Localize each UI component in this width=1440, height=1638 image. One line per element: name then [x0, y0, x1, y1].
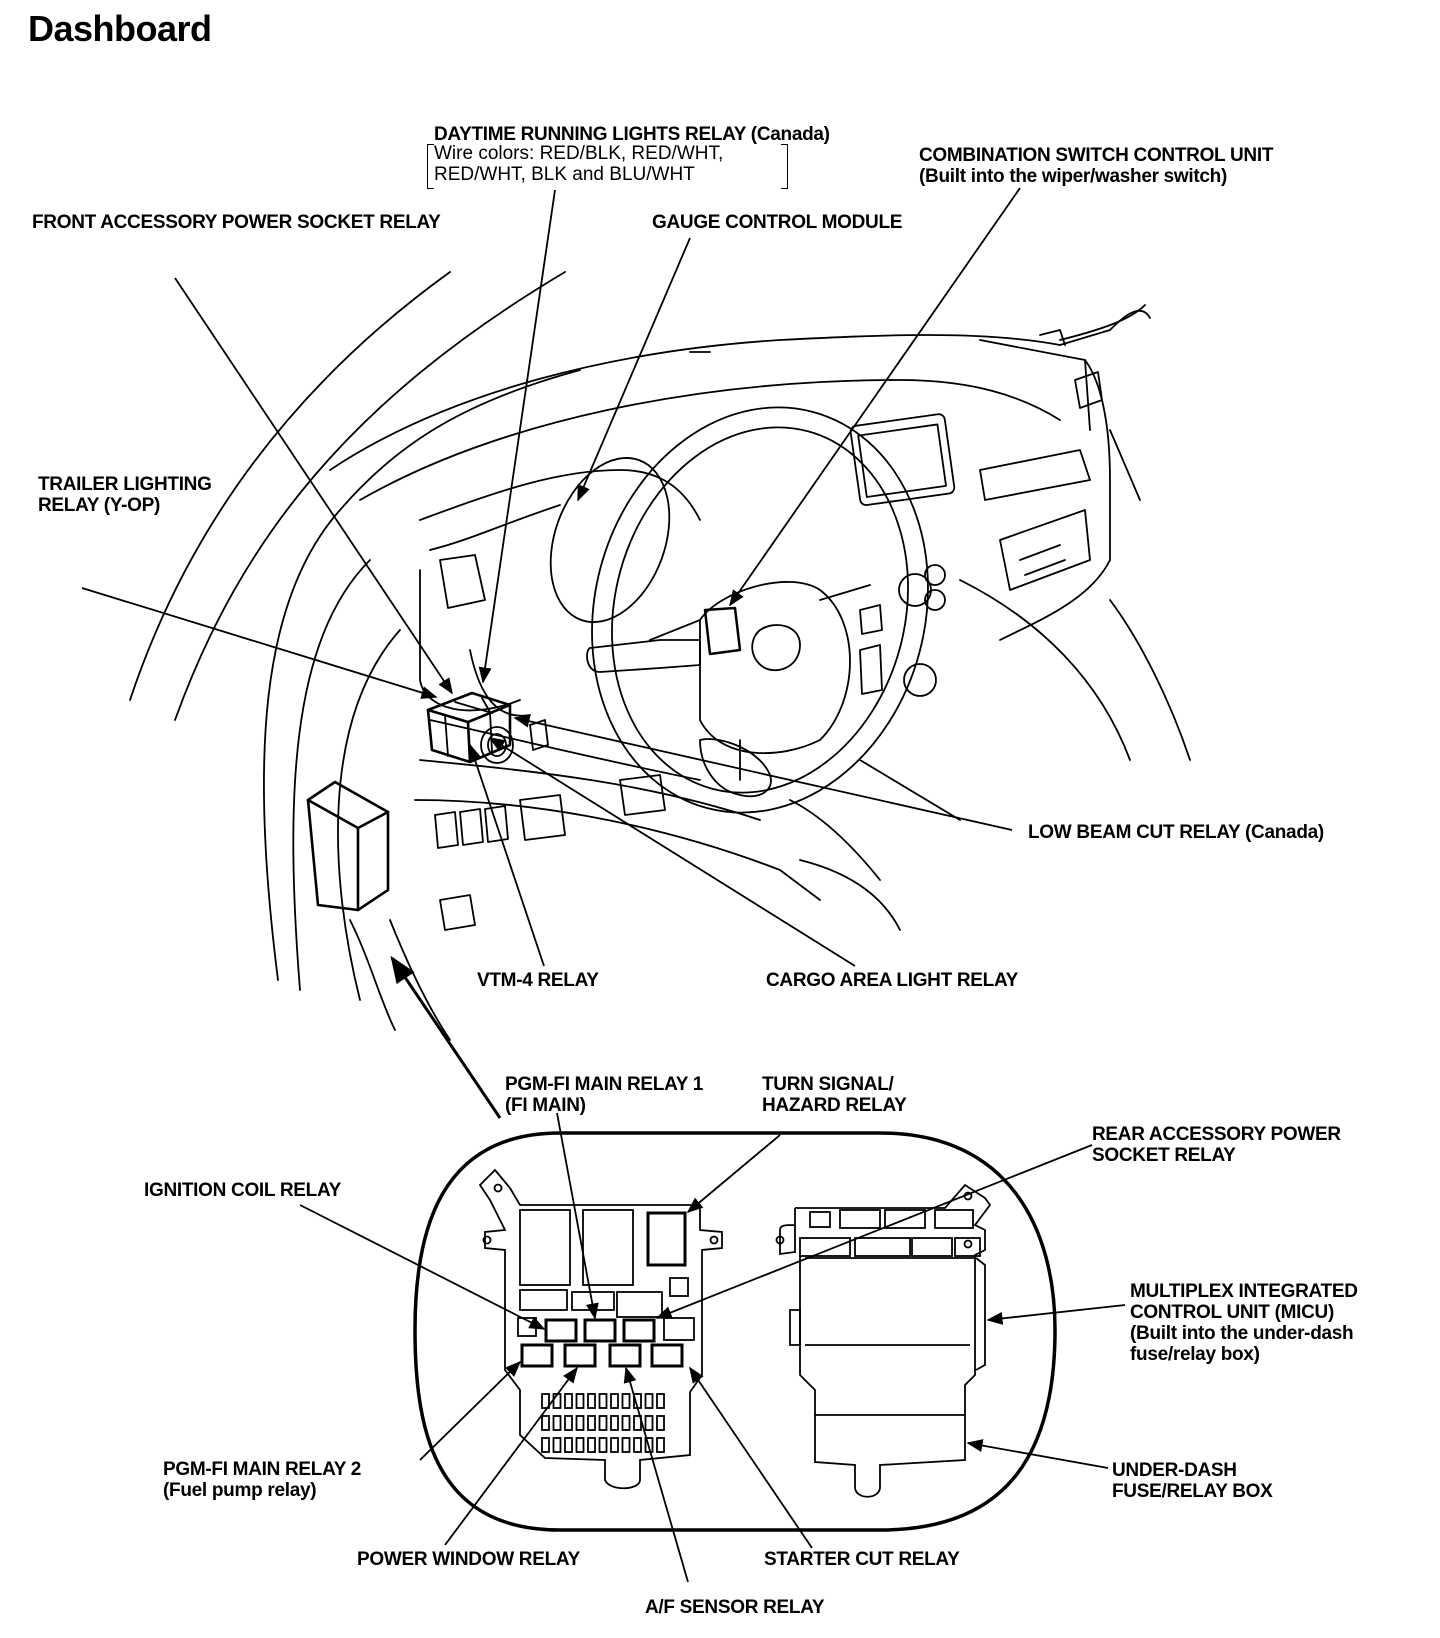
- fuse-slot: [621, 1437, 631, 1453]
- leader-combination-switch: [729, 187, 1021, 607]
- fuse-slot: [644, 1393, 654, 1409]
- leader-vtm4: [468, 743, 545, 967]
- fuse-slot: [621, 1415, 631, 1431]
- fuse-slot: [644, 1437, 654, 1453]
- fuse-slot: [621, 1393, 631, 1409]
- fuse-slot: [564, 1393, 573, 1409]
- leader-starter-cut: [689, 1366, 813, 1549]
- label-low-beam-cut-relay: LOW BEAM CUT RELAY (Canada): [1028, 822, 1324, 843]
- label-micu: MULTIPLEX INTEGRATED CONTROL UNIT (MICU)…: [1130, 1281, 1358, 1365]
- label-vtm4-relay: VTM-4 RELAY: [477, 970, 599, 991]
- fuse-slot: [552, 1437, 562, 1453]
- label-drl-relay: DAYTIME RUNNING LIGHTS RELAY (Canada): [434, 124, 830, 145]
- fuse-slot: [644, 1415, 654, 1431]
- leader-inset: [390, 955, 502, 1119]
- fuse-slot: [610, 1415, 619, 1431]
- fuse-slot: [564, 1415, 573, 1431]
- leader-under-dash-box: [966, 1439, 1109, 1469]
- fuse-slot: [656, 1437, 665, 1453]
- fuse-slot: [598, 1437, 608, 1453]
- label-ignition-coil-relay: IGNITION COIL RELAY: [144, 1180, 341, 1201]
- fuse-slot: [575, 1393, 585, 1409]
- fuse-slot: [598, 1393, 608, 1409]
- label-trailer-lighting-relay: TRAILER LIGHTING RELAY (Y-OP): [38, 474, 212, 516]
- leader-cargo-light: [488, 737, 856, 967]
- fuse-slot: [656, 1393, 665, 1409]
- fuse-slot: [610, 1393, 619, 1409]
- leader-pgm-fi-main2: [419, 1360, 522, 1461]
- fuse-slot: [575, 1415, 585, 1431]
- label-under-dash-fuse-box: UNDER-DASH FUSE/RELAY BOX: [1112, 1460, 1273, 1502]
- fuse-slot: [564, 1437, 573, 1453]
- leader-ignition-coil: [299, 1204, 546, 1330]
- fuse-slot: [575, 1437, 585, 1453]
- fuse-box-inset: [413, 1131, 1057, 1532]
- label-turn-signal-relay: TURN SIGNAL/ HAZARD RELAY: [762, 1074, 907, 1116]
- label-pgm-fi-main-relay-2: PGM-FI MAIN RELAY 2 (Fuel pump relay): [163, 1459, 362, 1501]
- fuse-slots: [541, 1393, 665, 1453]
- fuse-slot: [587, 1415, 596, 1431]
- leader-micu: [986, 1304, 1126, 1325]
- leader-gauge-control: [577, 237, 691, 502]
- label-rear-accessory-relay: REAR ACCESSORY POWER SOCKET RELAY: [1092, 1124, 1341, 1166]
- label-pgm-fi-main-relay-1: PGM-FI MAIN RELAY 1 (FI MAIN): [505, 1074, 704, 1116]
- fuse-slot: [656, 1415, 665, 1431]
- leader-pgm-fi-main1: [556, 1112, 599, 1320]
- label-combination-switch: COMBINATION SWITCH CONTROL UNIT (Built i…: [919, 145, 1274, 187]
- fuse-slot: [541, 1437, 550, 1453]
- fuse-slot: [541, 1415, 550, 1431]
- leader-rear-accessory: [655, 1144, 1093, 1319]
- page-title: Dashboard: [28, 8, 212, 49]
- leader-drl-relay: [478, 189, 556, 684]
- leader-turn-signal: [686, 1134, 781, 1214]
- label-starter-cut-relay: STARTER CUT RELAY: [764, 1549, 960, 1570]
- label-front-accessory-relay: FRONT ACCESSORY POWER SOCKET RELAY: [32, 212, 441, 233]
- fuse-slot: [633, 1437, 642, 1453]
- dashboard-illustration: [129, 271, 1191, 1041]
- fuse-slot: [587, 1393, 596, 1409]
- wire-colors-note: Wire colors: RED/BLK, RED/WHT, RED/WHT, …: [427, 143, 788, 189]
- leader-front-accessory: [174, 277, 453, 695]
- leader-trailer-lighting: [81, 587, 438, 699]
- label-cargo-area-light-relay: CARGO AREA LIGHT RELAY: [766, 970, 1019, 991]
- label-power-window-relay: POWER WINDOW RELAY: [357, 1549, 580, 1570]
- fuse-slot: [552, 1415, 562, 1431]
- leader-power-window: [444, 1366, 578, 1546]
- leader-lines: [81, 187, 1126, 1583]
- label-af-sensor-relay: A/F SENSOR RELAY: [645, 1597, 825, 1618]
- fuse-slot: [610, 1437, 619, 1453]
- leader-af-sensor: [623, 1366, 689, 1583]
- leader-low-beam-cut: [513, 714, 1013, 831]
- fuse-slot: [541, 1393, 550, 1409]
- fuse-slot: [598, 1415, 608, 1431]
- label-gauge-control-module: GAUGE CONTROL MODULE: [652, 212, 903, 233]
- fuse-slot: [587, 1437, 596, 1453]
